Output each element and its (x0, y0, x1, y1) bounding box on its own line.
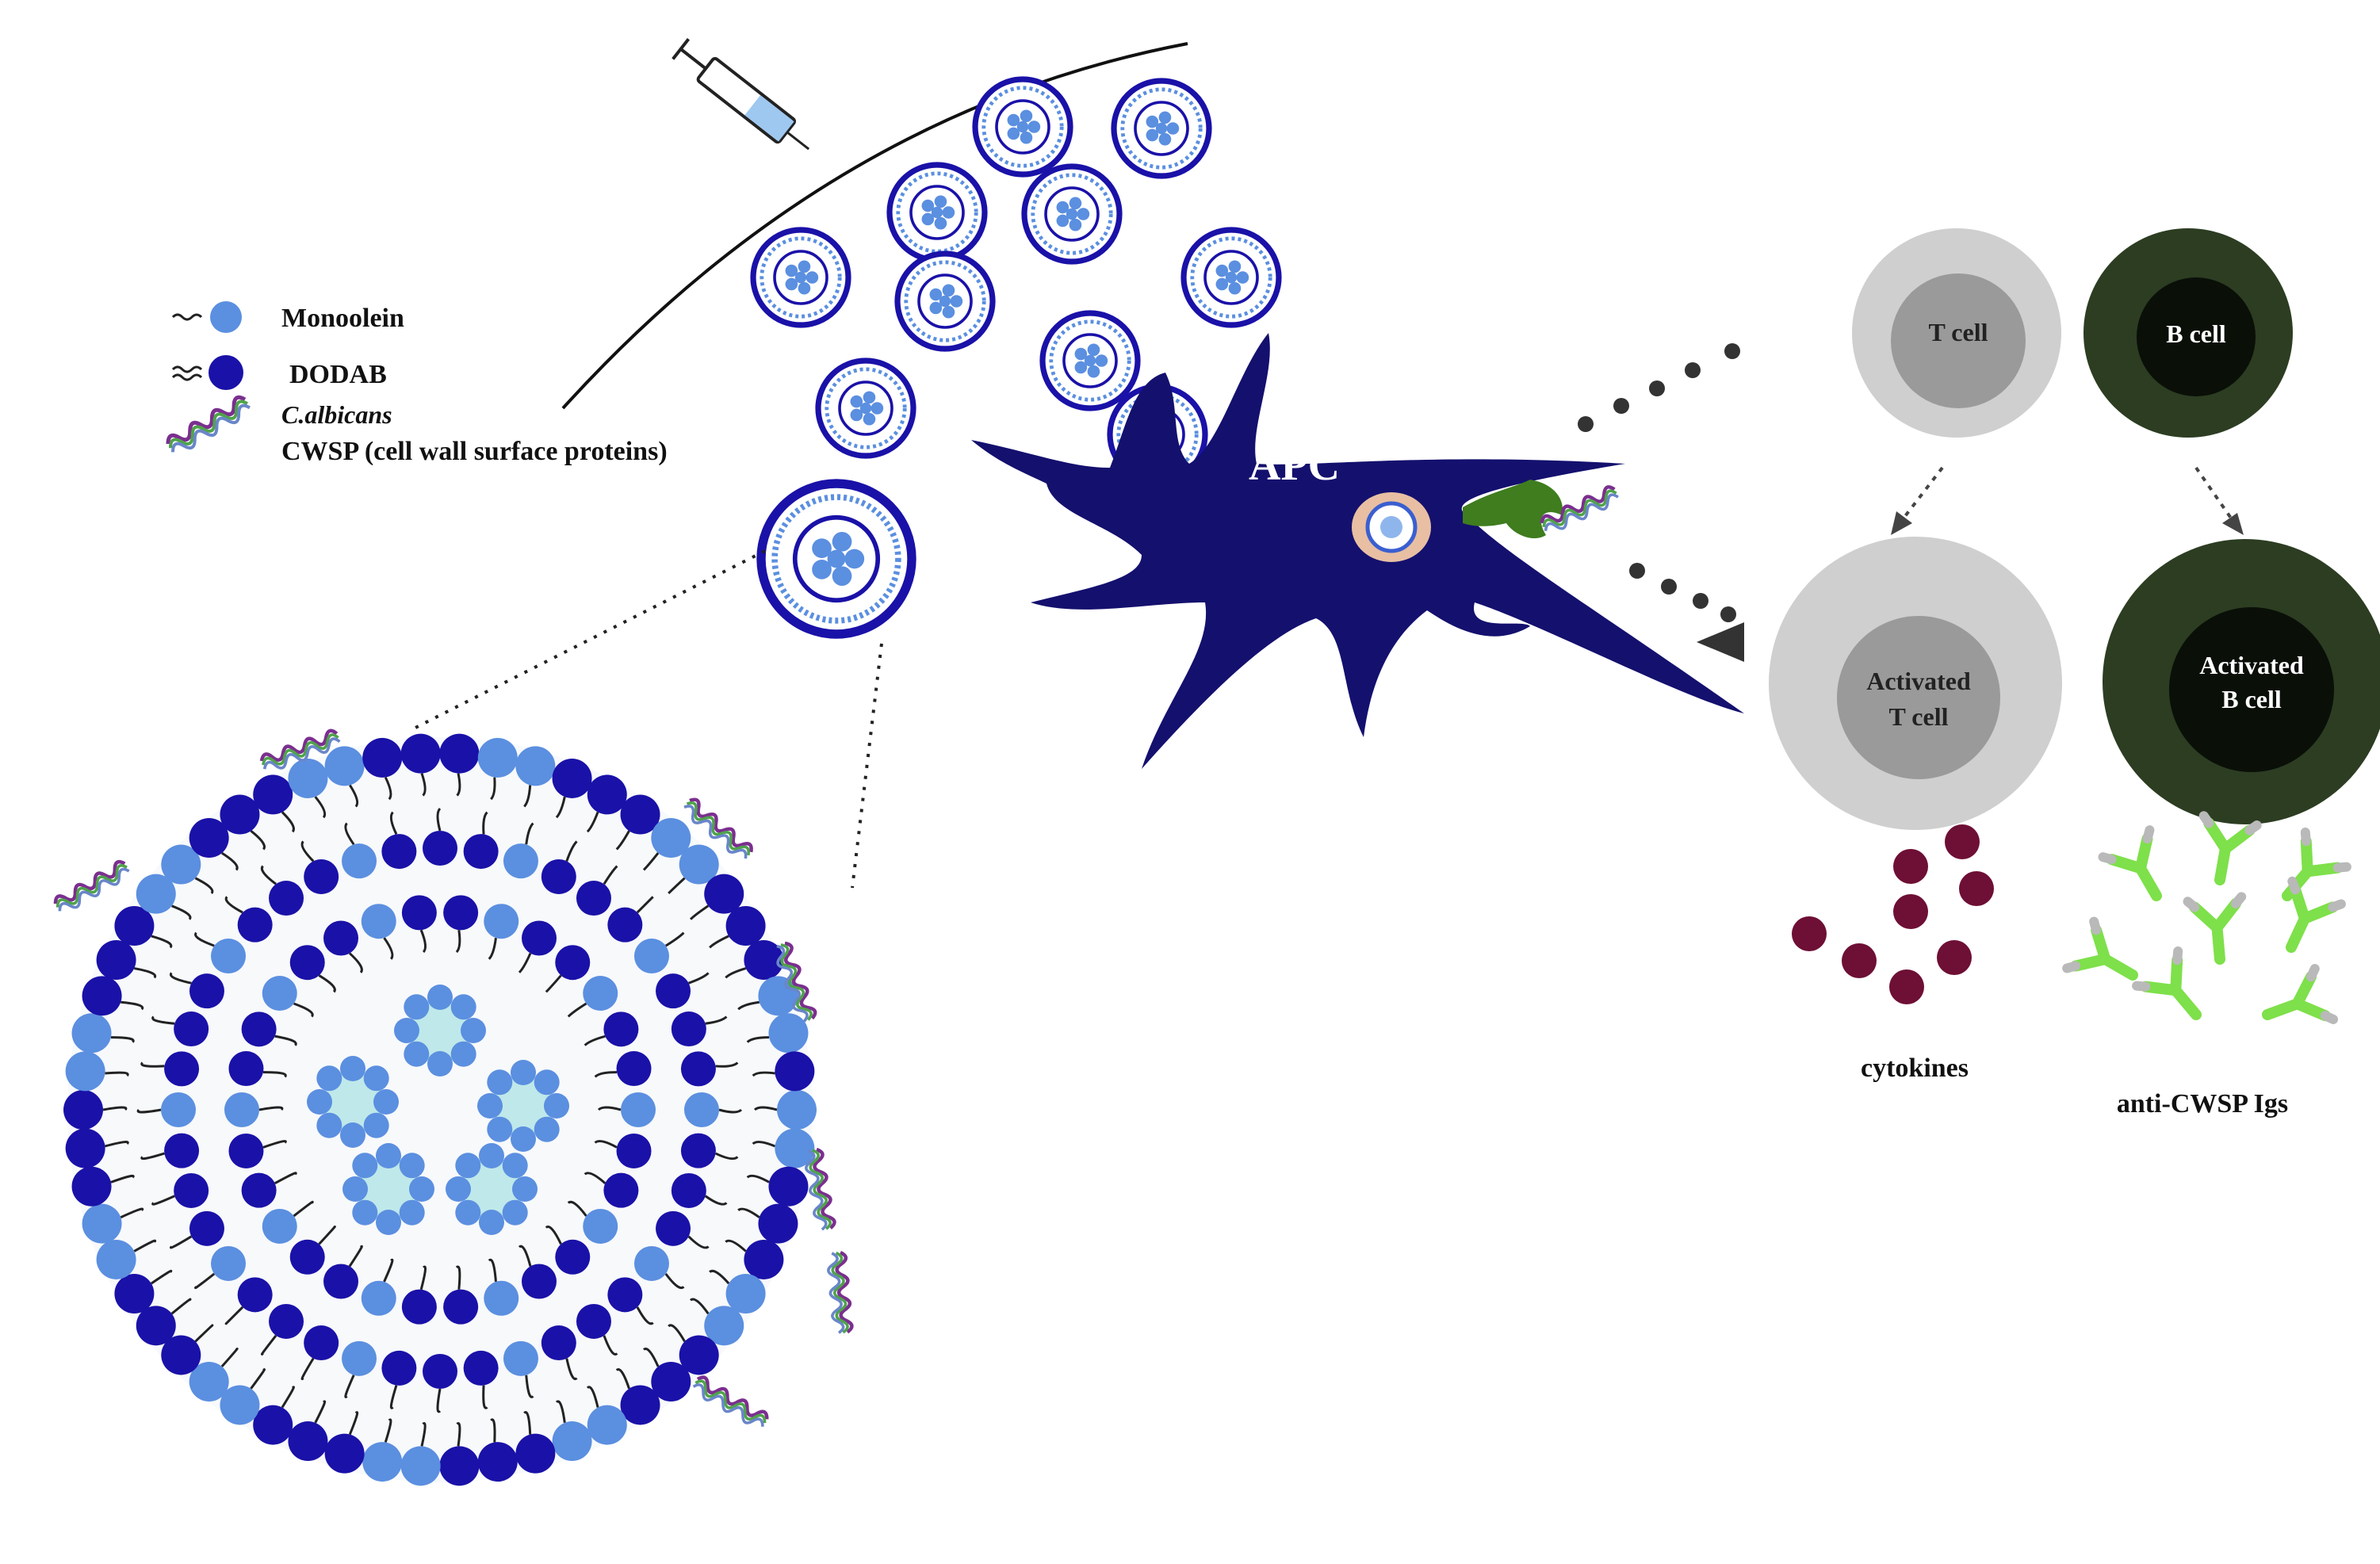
apc-cell (971, 333, 1744, 769)
small-liposome (886, 162, 988, 263)
arrow-bcell-to-activated (2194, 466, 2244, 535)
cytokines-label: cytokines (1861, 1054, 1969, 1083)
legend-species-label: C.albicans (281, 400, 392, 429)
legend-dodab-icon (171, 355, 243, 390)
antibodies-cluster (2067, 816, 2347, 1040)
skin-curve (561, 42, 1188, 410)
liposome-cross-section (53, 729, 852, 1486)
legend-cwsp-label: CWSP (cell wall surface proteins) (281, 437, 668, 466)
dotted-path-apc-to-tcell (1578, 343, 1740, 432)
t-cell-label: T cell (1929, 318, 1988, 346)
legend: Monoolein DODAB C.albicans CWSP (cell wa… (166, 301, 668, 466)
antibodies-label: anti-CWSP Igs (2117, 1089, 2288, 1119)
activated-t-label-line1: Activated (1866, 667, 1971, 695)
small-liposome (1111, 78, 1212, 179)
apc-label: APC (1249, 441, 1340, 490)
cytokines-cluster (1792, 824, 1994, 1004)
legend-monoolein-icon (171, 301, 242, 333)
small-liposomes (750, 76, 1282, 639)
small-liposome (1021, 163, 1123, 265)
mhc-receptor (1463, 480, 1563, 539)
small-liposome (1039, 310, 1141, 411)
syringe-icon (672, 38, 810, 151)
dotted-arrow-apc-to-activated-tcell (1629, 563, 1744, 662)
small-liposome (894, 250, 996, 352)
internalized-liposome (1352, 492, 1431, 562)
small-liposome (750, 227, 851, 328)
small-liposome (756, 479, 916, 639)
t-cell: T cell (1852, 228, 2061, 438)
activated-b-label-line1: Activated (2199, 651, 2304, 679)
small-liposome (1180, 227, 1282, 328)
small-liposome (815, 358, 916, 459)
legend-cwsp-helix-icon (166, 395, 253, 457)
activated-b-cell: Activated B cell (2103, 539, 2380, 824)
zoom-lines (411, 549, 883, 889)
activated-t-label-line2: T cell (1889, 702, 1949, 731)
b-cell: B cell (2083, 228, 2293, 438)
b-cell-label: B cell (2166, 319, 2226, 348)
legend-dodab-label: DODAB (289, 360, 387, 389)
small-liposome (972, 76, 1073, 178)
activated-t-cell: Activated T cell (1769, 537, 2062, 830)
arrow-tcell-to-activated (1891, 466, 1944, 535)
legend-monoolein-label: Monoolein (281, 304, 404, 333)
activated-b-label-line2: B cell (2221, 685, 2282, 713)
